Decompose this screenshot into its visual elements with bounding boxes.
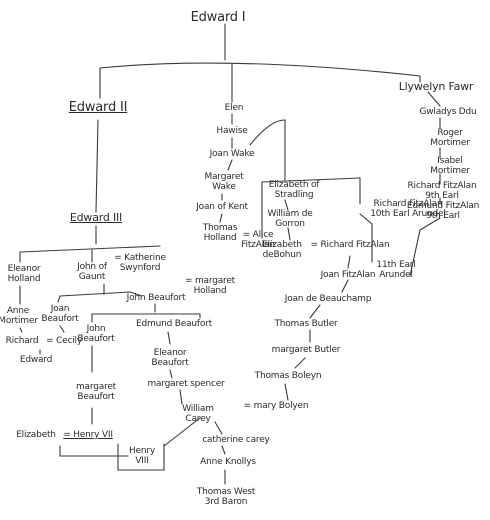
link-henry8-bracket [117,443,165,471]
link-beauchamp-butler [309,304,321,319]
node-margaretspencer: margaret spencer [147,379,225,389]
node-eleanorbeaufort: Eleanor Beaufort [151,348,189,368]
link-henry7-henry8 [59,445,129,457]
node-henry8: Henry VIII [128,446,156,466]
node-johnofgaunt: John of Gaunt [77,262,107,282]
node-richard: Richard [5,336,39,346]
node-margaretbutler: margaret Butler [271,345,341,355]
node-johnbeaufort1: John Beaufort [126,293,186,303]
node-johnbeaufort2: John Beaufort [77,324,115,344]
node-williamcarey: William Carey [182,404,214,424]
link-richard10-richard11 [359,213,373,263]
node-margaretholland: = margaret Holland [184,276,236,296]
node-marybolyen: = mary Bolyen [243,401,309,411]
node-edmundbeaufort: Edmund Beaufort [136,319,212,329]
link-henry8-mary [163,417,201,447]
link-margaretbutler-boleyn [294,357,306,369]
link-eleanor-spencer [169,369,173,379]
node-elizabethstradling: Elizabeth of Stradling [268,180,320,200]
node-joanwake: Joan Wake [209,149,255,159]
node-margaretbeaufort: margaret Beaufort [75,382,117,402]
link-llywelyn-gwladys [427,91,441,107]
link-spencer-carey [179,389,183,405]
node-llywelyn: Llywelyn Fawr [398,80,474,93]
node-catherinecarey: catherine carey [202,435,270,445]
node-thomasboleyn: Thomas Boleyn [254,371,322,381]
node-thomasholland: Thomas Holland [202,223,238,243]
link-branch-bar [261,177,361,183]
link-joanofkent-bar [249,119,286,173]
node-isabel: Isabel Mortimer [430,156,470,176]
link-elizabethdebohun-joanfitzalan [347,255,351,269]
link-joanbeaufort-cecily [59,325,65,333]
link-joanofkent-thomas [219,213,223,223]
node-eleanorholland: Eleanor Holland [7,264,41,284]
node-roger: Roger Mortimer [430,128,470,148]
link-boleyn-mary [284,383,289,401]
link-gorron-elizabethdebohun [287,227,291,241]
node-gwladys: Gwladys Ddu [419,107,477,117]
node-anneknollys: Anne Knollys [200,457,256,467]
node-edmund9: Edmund FitzAlan 9th Earl [406,201,480,221]
node-edward1: Edward I [190,10,246,25]
node-joandebeauchamp: Joan de Beauchamp [284,294,372,304]
node-elizabeth: Elizabeth [16,430,56,440]
node-joanbeaufort: Joan Beaufort [41,304,79,324]
link-edward1-bar [99,62,421,77]
link-edward2-edward3 [95,119,99,213]
link-to-joanbeaufort [57,295,61,303]
link-catherine-anne [221,445,226,455]
node-richardfitzalan: = Richard FitzAlan [310,240,390,250]
node-thomaswest: Thomas West 3rd Baron [196,487,256,507]
link-gaunt-joanbeaufort [59,291,131,297]
link-elizabeth-gorron [284,199,289,211]
link-edmund9-down [409,217,441,277]
node-thomasbutler: Thomas Butler [274,319,338,329]
node-richard9: Richard FitzAlan 9th Earl [407,181,477,201]
node-edward3: Edward III [69,211,123,224]
node-alicefitzalan: = Alice FitzAlan [241,230,275,250]
node-richard11: 11th Earl Arundel [376,260,416,280]
link-edward3-bar [19,245,161,253]
node-elizabethdebohun: Elizabeth deBohun [262,240,302,260]
node-joanofkent: Joan of Kent [196,202,248,212]
link-joanfitzalan-beauchamp [341,279,349,293]
node-annemortimer: Anne Mortimer [0,306,38,326]
link-joanwake-margaretwake [227,159,233,171]
link-edmund-eleanor [167,331,171,345]
node-edward: Edward [19,355,53,365]
node-elen: Elen [224,103,244,113]
node-joanfitzalan: Joan FitzAlan [320,270,376,280]
link-anne-richard [19,327,23,333]
node-cecily: = Cecily [46,336,82,346]
link-carey-catherine [214,421,223,435]
node-margaretwake: Margaret Wake [204,172,244,192]
node-katherine: = Katherine Swynford [114,253,166,273]
node-edward2: Edward II [68,100,128,115]
node-henry7: = Henry VII [63,430,113,440]
node-richard10: Richard FitzAlan 10th Earl Arundel [370,199,446,219]
node-williamgorron: William de Gorron [267,209,313,229]
node-hawise: Hawise [216,126,248,136]
link-to-johnbeaufort1 [129,291,143,297]
